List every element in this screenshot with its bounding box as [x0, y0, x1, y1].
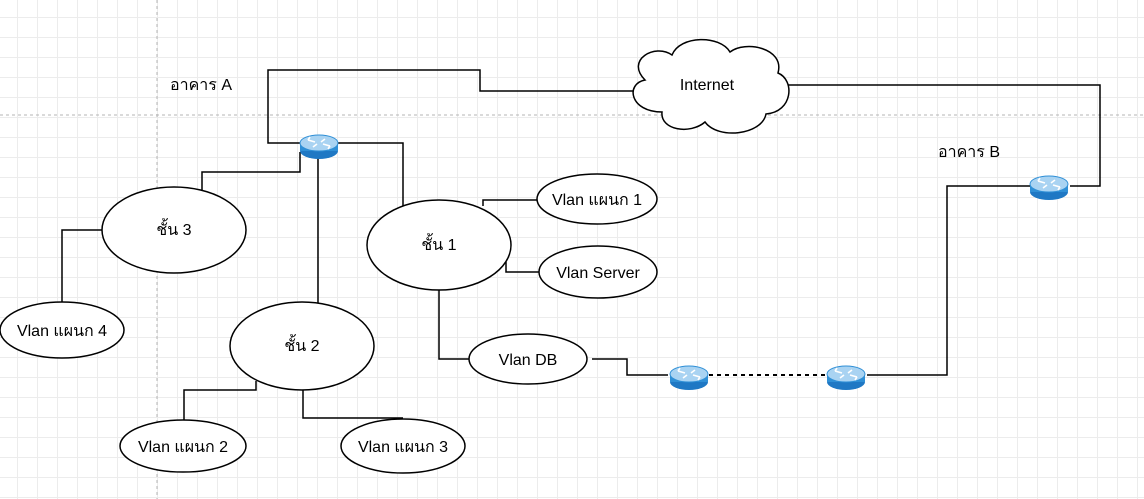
connector-vlan-db-router-1[interactable] — [592, 358, 668, 376]
vlan-db-label: Vlan DB — [499, 352, 558, 369]
router-link-1-icon[interactable] — [669, 365, 709, 391]
vlan-server-node[interactable] — [538, 245, 658, 299]
router-building-a-icon[interactable] — [299, 134, 339, 160]
floor2-node[interactable] — [229, 301, 375, 391]
connector-floor2-vlan-dept3[interactable] — [302, 390, 403, 419]
vlan-dept1-label: Vlan แผนก 1 — [552, 192, 642, 209]
floor1-label: ชั้น 1 — [421, 233, 456, 254]
connector-floor3-vlan-dept4[interactable] — [61, 229, 102, 302]
vlan-dept3-node[interactable] — [340, 418, 466, 474]
connector-internet-router-b[interactable] — [785, 84, 1101, 187]
internet-label: Internet — [680, 77, 735, 94]
vlan-server-label: Vlan Server — [556, 265, 640, 282]
internet-cloud[interactable] — [632, 38, 790, 134]
connector-router-a-internet[interactable] — [267, 69, 642, 144]
connector-router-a-floor3[interactable] — [201, 152, 301, 190]
vlan-dept1-node[interactable] — [536, 173, 658, 225]
building-b-label: อาคาร B — [938, 144, 1000, 161]
connector-floor1-vlan-server[interactable] — [505, 262, 539, 273]
vlan-dept4-label: Vlan แผนก 4 — [17, 323, 107, 340]
floor1-node[interactable] — [366, 199, 512, 291]
floor2-label: ชั้น 2 — [284, 334, 319, 355]
floor3-node[interactable] — [101, 186, 247, 274]
vlan-dept3-label: Vlan แผนก 3 — [358, 439, 448, 456]
vlan-dept2-node[interactable] — [119, 419, 247, 473]
building-a-label: อาคาร A — [170, 77, 232, 94]
connector-floor1-vlan-db[interactable] — [438, 290, 469, 360]
vlan-dept4-node[interactable] — [0, 301, 125, 359]
vlan-dept2-label: Vlan แผนก 2 — [138, 439, 228, 456]
connector-router-a-floor1[interactable] — [338, 142, 404, 206]
router-link-2-icon[interactable] — [826, 365, 866, 391]
connector-floor1-vlan-dept1[interactable] — [482, 199, 537, 206]
vlan-db-node[interactable] — [468, 333, 588, 385]
connector-router-2-router-b[interactable] — [867, 185, 1030, 376]
router-building-b-icon[interactable] — [1029, 175, 1069, 201]
connector-floor2-vlan-dept2[interactable] — [183, 381, 257, 420]
floor3-label: ชั้น 3 — [156, 218, 191, 239]
